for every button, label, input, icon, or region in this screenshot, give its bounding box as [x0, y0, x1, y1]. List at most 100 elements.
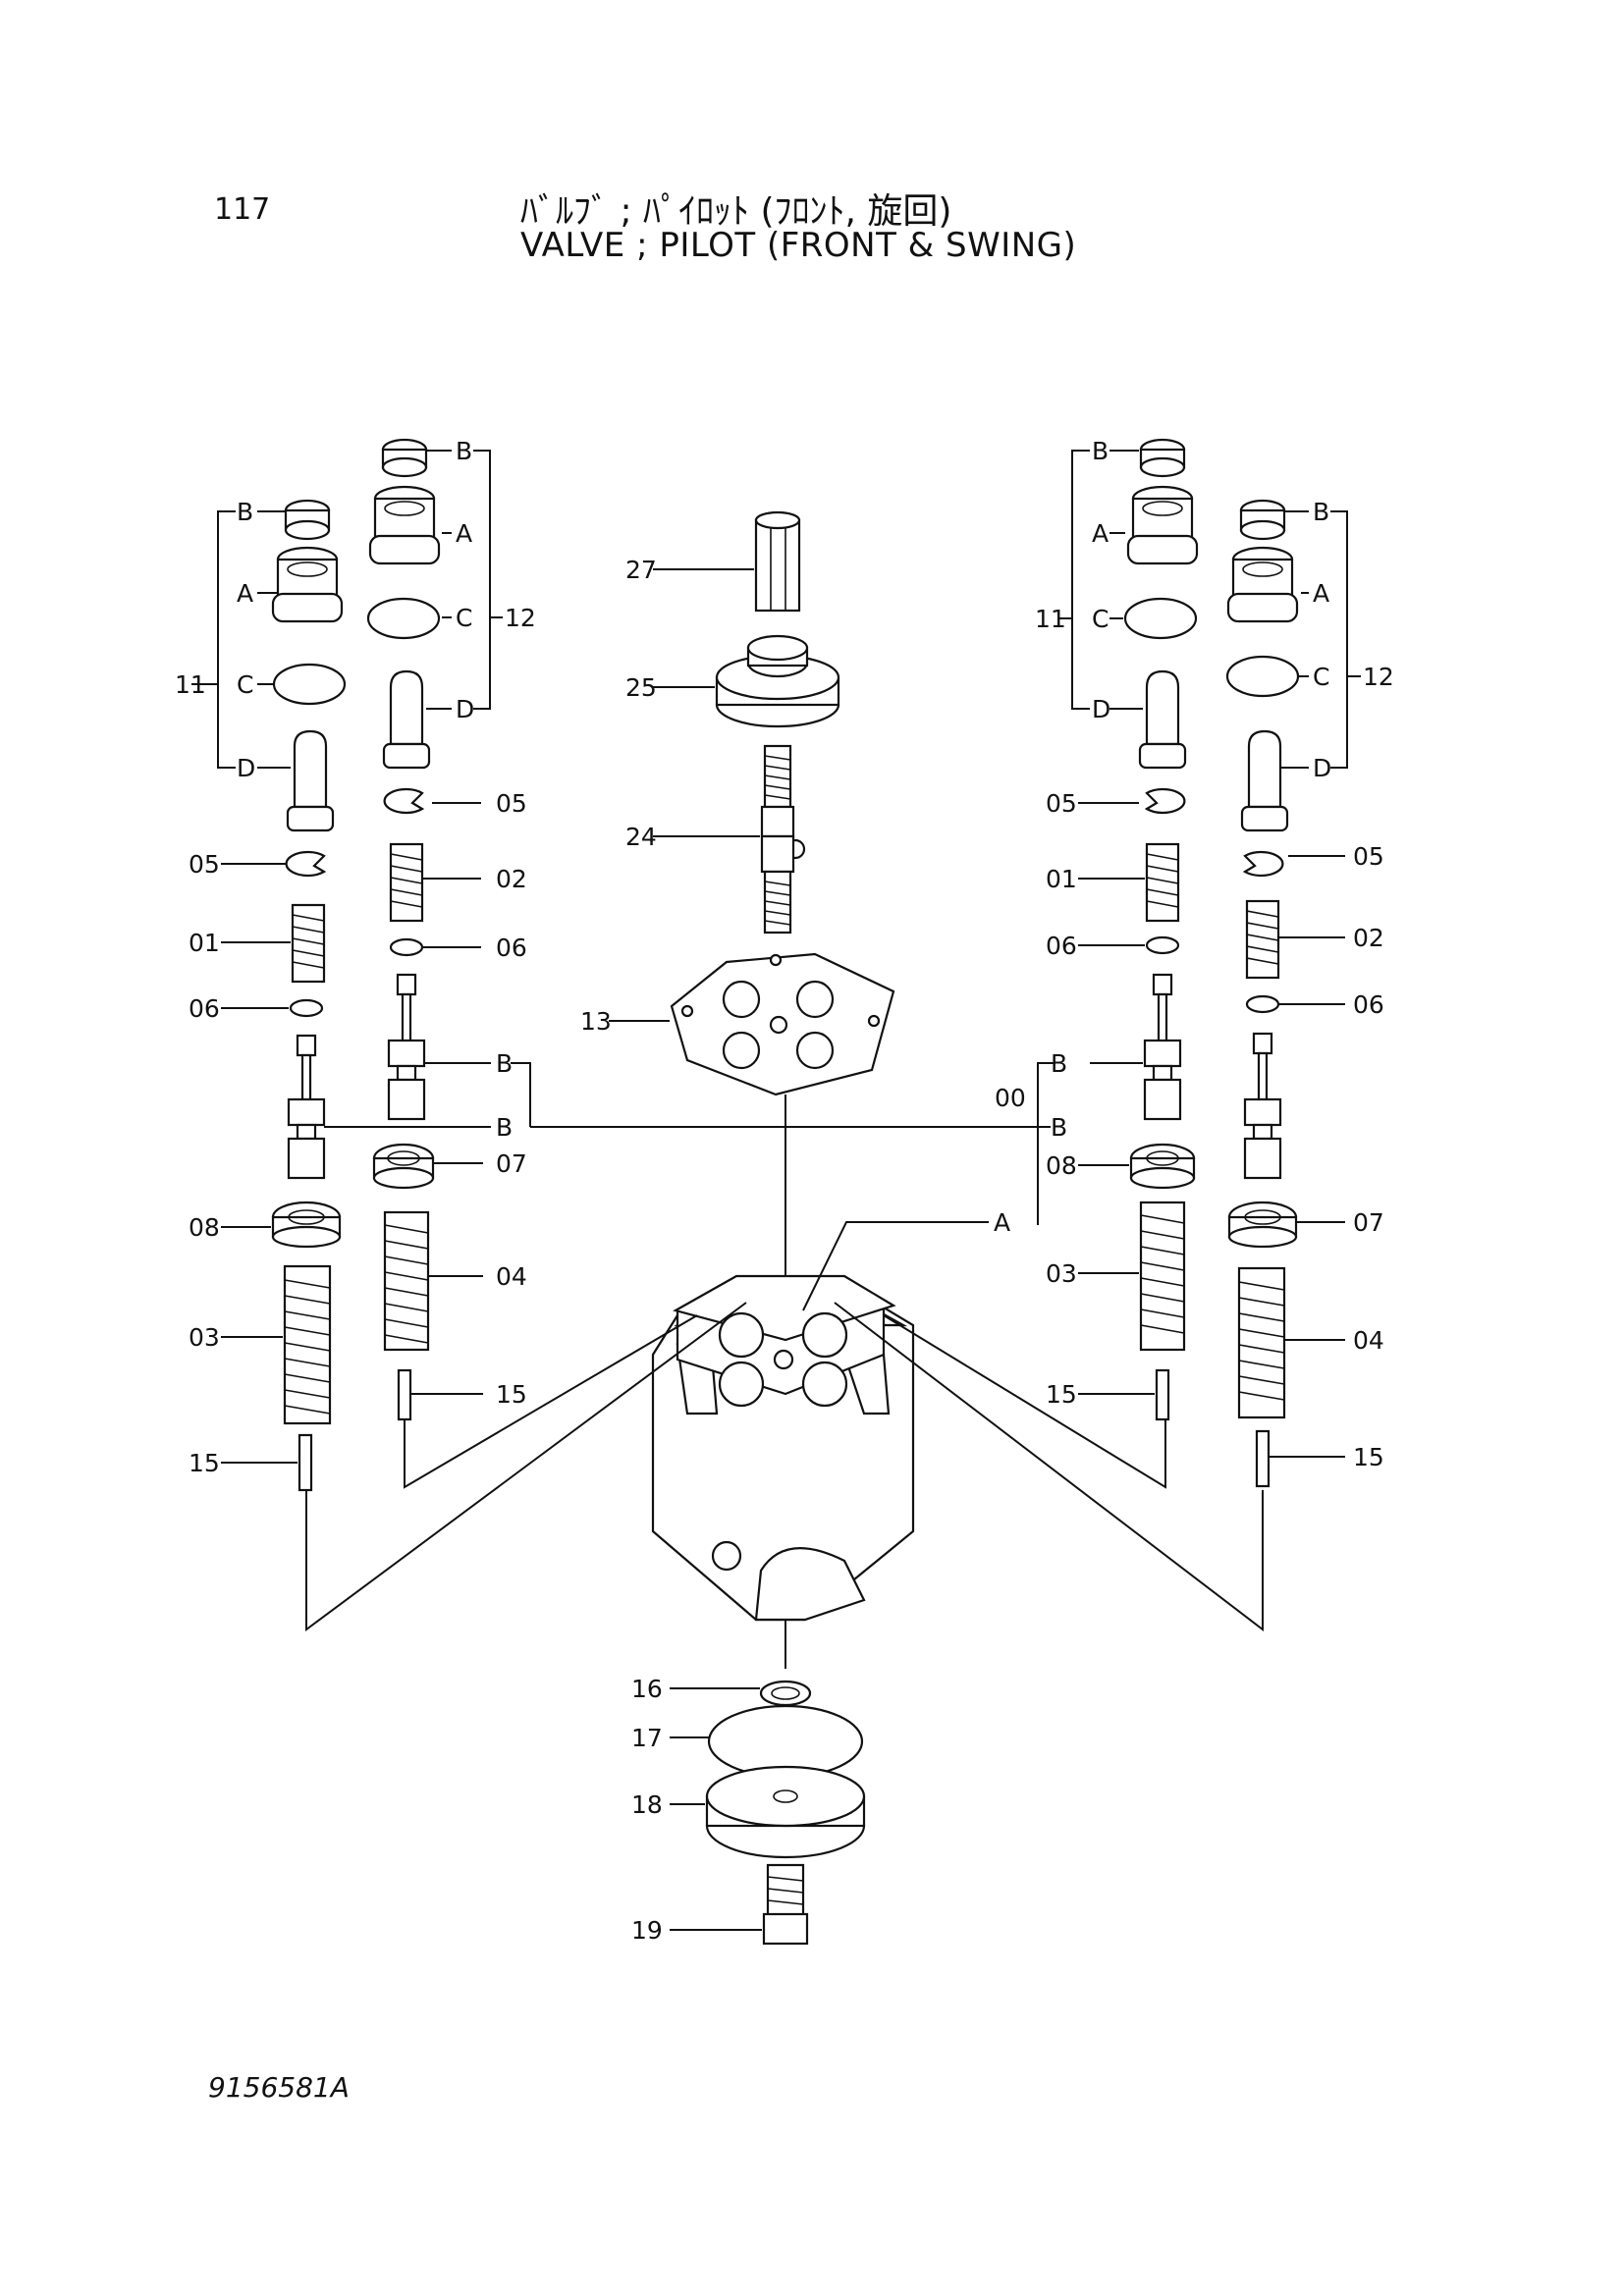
routing-line-right-inner [883, 1314, 1166, 1489]
label-right-05a: 05 [1046, 789, 1077, 818]
right-pusher-d-12 [1240, 729, 1289, 832]
left-o-ring-c-12 [366, 597, 441, 640]
label-right-a: A [994, 1208, 1010, 1237]
left-spring-02 [389, 842, 481, 923]
label-left-05b: 05 [189, 850, 220, 879]
right-pusher-d-11 [1138, 669, 1187, 770]
label-24: 24 [625, 823, 657, 851]
right-pin-15a [1078, 1368, 1170, 1421]
drawing-number: 9156581A [208, 2071, 350, 2104]
left-clip-05b [221, 850, 327, 878]
label-left-a1: A [237, 579, 253, 608]
label-left-06a: 06 [189, 994, 220, 1023]
right-seal-b-12 [1239, 499, 1286, 541]
label-left-d2: D [456, 695, 474, 723]
valve-body [651, 1274, 915, 1669]
label-right-a1: A [1092, 519, 1109, 548]
routing-line-left-inner [404, 1314, 698, 1489]
label-17: 17 [631, 1724, 663, 1752]
b-bracket-left [511, 1062, 531, 1127]
right-o-ring-c-11 [1123, 597, 1198, 640]
label-left-02: 02 [496, 865, 527, 893]
label-right-c1: C [1092, 605, 1109, 633]
right-washer-06b [1245, 994, 1345, 1014]
label-16: 16 [631, 1675, 663, 1703]
disc-25 [653, 634, 840, 728]
left-clip-05a [383, 787, 481, 815]
left-pusher-d-12 [382, 669, 431, 770]
right-plug-a-12 [1226, 546, 1299, 623]
left-bracket-11 [191, 510, 291, 769]
right-clip-05a [1078, 787, 1186, 815]
label-left-15a: 15 [189, 1449, 220, 1477]
label-right-15a: 15 [1046, 1380, 1077, 1409]
right-o-ring-c-12 [1225, 655, 1300, 698]
joint-27 [653, 510, 801, 613]
left-spool-b2 [287, 1034, 491, 1180]
label-left-a2: A [456, 519, 472, 548]
label-left-d1: D [237, 754, 255, 782]
right-spool-b2 [1243, 1032, 1282, 1180]
bolt-19 [670, 1863, 809, 1946]
label-right-12: 12 [1363, 663, 1394, 691]
label-left-c1: C [237, 670, 253, 699]
label-right-05b: 05 [1353, 842, 1384, 871]
routing-line-left-outer [305, 1302, 747, 1631]
label-right-11: 11 [1035, 605, 1066, 633]
label-left-06b: 06 [496, 934, 527, 962]
left-washer-06a [221, 998, 324, 1018]
left-pusher-d-11 [286, 729, 335, 832]
label-right-b2: B [1313, 498, 1329, 526]
left-pin-15b [397, 1368, 483, 1421]
label-left-03: 03 [189, 1323, 220, 1352]
leader-a-right [802, 1221, 989, 1311]
right-seal-b-11 [1139, 438, 1186, 478]
left-washer-06b [389, 937, 481, 957]
label-right-a2: A [1313, 579, 1329, 608]
title-english: VALVE ; PILOT (FRONT & SWING) [520, 226, 1077, 265]
boot-17 [670, 1704, 864, 1779]
label-right-08: 08 [1046, 1151, 1077, 1180]
label-left-b1: B [237, 498, 253, 526]
right-bracket-12 [1281, 510, 1361, 769]
cover-18 [670, 1765, 866, 1859]
plate-13 [609, 952, 895, 1096]
label-right-d1: D [1092, 695, 1110, 723]
right-spool-b1 [1090, 973, 1182, 1121]
label-right-06a: 06 [1046, 932, 1077, 960]
right-pin-15b [1255, 1429, 1345, 1488]
left-seal-b-11 [284, 499, 331, 541]
seal-16 [670, 1680, 812, 1707]
left-o-ring-c-11 [272, 663, 347, 706]
label-27: 27 [625, 556, 657, 584]
label-right-03: 03 [1046, 1259, 1077, 1288]
right-washer-06a [1078, 935, 1180, 955]
label-19: 19 [631, 1916, 663, 1945]
left-plug-a-12 [368, 485, 441, 565]
label-right-bb2: B [1051, 1113, 1067, 1142]
left-spring-01 [221, 903, 326, 984]
right-bracket-11 [1058, 450, 1143, 710]
label-left-12: 12 [505, 604, 536, 632]
label-right-06b: 06 [1353, 990, 1384, 1019]
page-number: 117 [214, 192, 271, 227]
label-left-bb1: B [496, 1049, 513, 1078]
label-left-11: 11 [175, 670, 206, 699]
label-right-01: 01 [1046, 865, 1077, 893]
right-spring-seat-07 [1227, 1201, 1345, 1249]
left-plug-a-11 [271, 546, 344, 623]
routing-line-right-outer [834, 1302, 1264, 1632]
label-right-00: 00 [995, 1084, 1026, 1112]
left-seal-b-12 [381, 438, 428, 478]
right-clip-05b [1242, 850, 1345, 878]
b-bracket-right [1037, 1062, 1055, 1225]
right-spring-04 [1237, 1266, 1345, 1419]
left-spring-seat-08 [221, 1201, 342, 1249]
right-spring-seat-08 [1078, 1143, 1196, 1190]
label-13: 13 [580, 1007, 612, 1036]
label-left-08: 08 [189, 1213, 220, 1242]
label-right-d2: D [1313, 754, 1331, 782]
label-right-07: 07 [1353, 1208, 1384, 1237]
label-right-b1: B [1092, 437, 1109, 465]
label-left-04: 04 [496, 1262, 527, 1291]
